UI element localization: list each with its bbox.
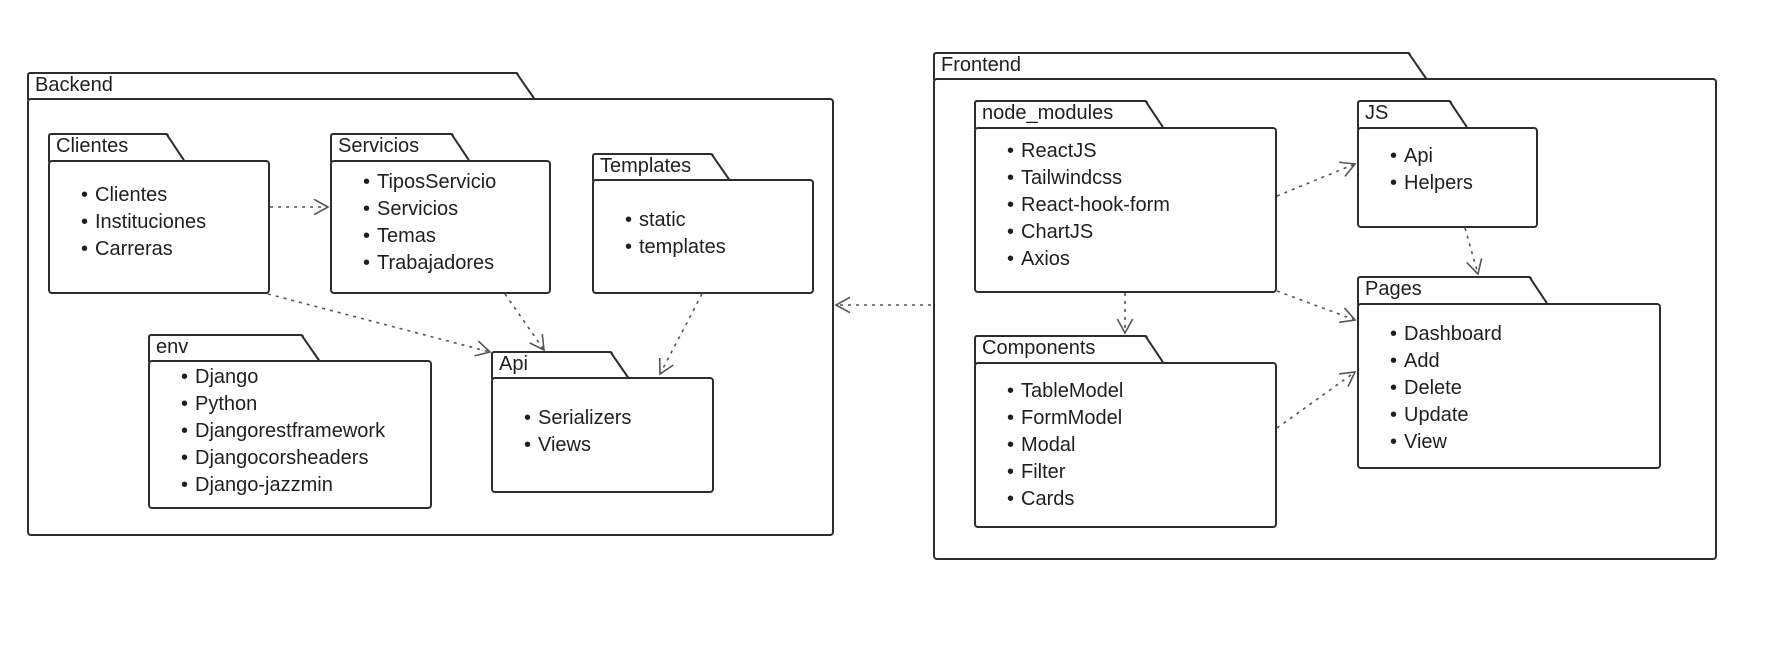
dependency-arrow-clientes-to-servicios (270, 198, 330, 216)
package-api[interactable]: Api Serializers Views (491, 351, 714, 493)
list-item: Delete (1390, 375, 1502, 402)
list-item: ChartJS (1007, 219, 1170, 246)
package-clientes[interactable]: Clientes Clientes Instituciones Carreras (48, 133, 270, 294)
package-frontend[interactable]: Frontend (933, 52, 1717, 560)
dependency-arrow-clientes-to-api (267, 293, 492, 357)
package-env-items: Django Python Djangorestframework Django… (181, 364, 385, 499)
package-templates-title: Templates (600, 155, 692, 177)
list-item: Instituciones (81, 209, 206, 236)
list-item: Serializers (524, 405, 631, 432)
package-templates-items: static templates (625, 207, 726, 261)
arrowhead (1339, 371, 1357, 387)
package-node-modules[interactable]: node_modules ReactJS Tailwindcss React-h… (974, 100, 1277, 293)
list-item: Servicios (363, 196, 496, 223)
list-item: Filter (1007, 459, 1123, 486)
list-item: Carreras (81, 236, 206, 263)
package-frontend-title: Frontend (941, 54, 1022, 76)
arrowhead (1339, 307, 1357, 324)
list-item: Modal (1007, 432, 1123, 459)
package-servicios-title: Servicios (338, 135, 420, 157)
package-node-modules-items: ReactJS Tailwindcss React-hook-form Char… (1007, 138, 1170, 273)
package-api-title: Api (499, 353, 528, 375)
list-item: FormModel (1007, 405, 1123, 432)
list-item: Django-jazzmin (181, 472, 385, 499)
package-backend-title: Backend (35, 74, 113, 96)
dependency-arrow-servicios-to-api (504, 293, 545, 352)
arrowhead (1116, 318, 1134, 335)
list-item: Djangorestframework (181, 418, 385, 445)
list-item: Update (1390, 402, 1502, 429)
list-item: View (1390, 429, 1502, 456)
dependency-arrow-frontend-to-backend (834, 296, 931, 314)
list-item: ReactJS (1007, 138, 1170, 165)
dependency-arrow-node_modules-to-components (1116, 293, 1134, 335)
package-api-items: Serializers Views (524, 405, 631, 459)
list-item: Api (1390, 143, 1473, 170)
list-item: Views (524, 432, 631, 459)
list-item: Cards (1007, 486, 1123, 513)
package-clientes-title: Clientes (56, 135, 129, 157)
package-js[interactable]: JS Api Helpers (1357, 100, 1538, 228)
package-templates[interactable]: Templates static templates (592, 153, 814, 294)
package-js-title: JS (1365, 102, 1389, 124)
list-item: TiposServicio (363, 169, 496, 196)
dependency-arrow-node_modules-to-pages (1276, 290, 1357, 324)
list-item: Python (181, 391, 385, 418)
arrowhead (834, 296, 851, 314)
package-components-title: Components (982, 337, 1096, 359)
package-components-items: TableModel FormModel Modal Filter Cards (1007, 378, 1123, 513)
dependency-arrow-js-to-pages (1464, 227, 1483, 276)
arrowhead (313, 198, 330, 216)
package-components[interactable]: Components TableModel FormModel Modal Fi… (974, 335, 1277, 528)
dependency-arrow-components-to-pages (1276, 371, 1357, 429)
package-js-items: Api Helpers (1390, 143, 1473, 197)
package-pages[interactable]: Pages Dashboard Add Delete Update View (1357, 276, 1661, 469)
dependency-arrow-templates-to-api (658, 293, 703, 376)
package-node-modules-title: node_modules (982, 102, 1114, 124)
list-item: React-hook-form (1007, 192, 1170, 219)
package-pages-title: Pages (1365, 278, 1422, 300)
arrowhead (1339, 161, 1357, 177)
list-item: Axios (1007, 246, 1170, 273)
list-item: Add (1390, 348, 1502, 375)
list-item: Dashboard (1390, 321, 1502, 348)
list-item: Djangocorsheaders (181, 445, 385, 472)
arrowhead (1466, 258, 1483, 276)
list-item: Temas (363, 223, 496, 250)
list-item: Tailwindcss (1007, 165, 1170, 192)
package-env[interactable]: env Django Python Djangorestframework Dj… (148, 334, 432, 509)
list-item: Clientes (81, 182, 206, 209)
list-item: templates (625, 234, 726, 261)
list-item: Trabajadores (363, 250, 496, 277)
package-clientes-items: Clientes Instituciones Carreras (81, 182, 206, 263)
arrowhead (658, 357, 674, 376)
arrowhead (529, 334, 545, 352)
package-servicios[interactable]: Servicios TiposServicio Servicios Temas … (330, 133, 551, 294)
arrowhead (474, 340, 492, 357)
package-backend[interactable]: Backend (27, 72, 834, 536)
package-env-title: env (156, 336, 189, 358)
package-servicios-items: TiposServicio Servicios Temas Trabajador… (363, 169, 496, 277)
list-item: TableModel (1007, 378, 1123, 405)
list-item: Django (181, 364, 385, 391)
list-item: static (625, 207, 726, 234)
package-pages-items: Dashboard Add Delete Update View (1390, 321, 1502, 456)
list-item: Helpers (1390, 170, 1473, 197)
dependency-arrow-node_modules-to-js (1276, 161, 1357, 197)
